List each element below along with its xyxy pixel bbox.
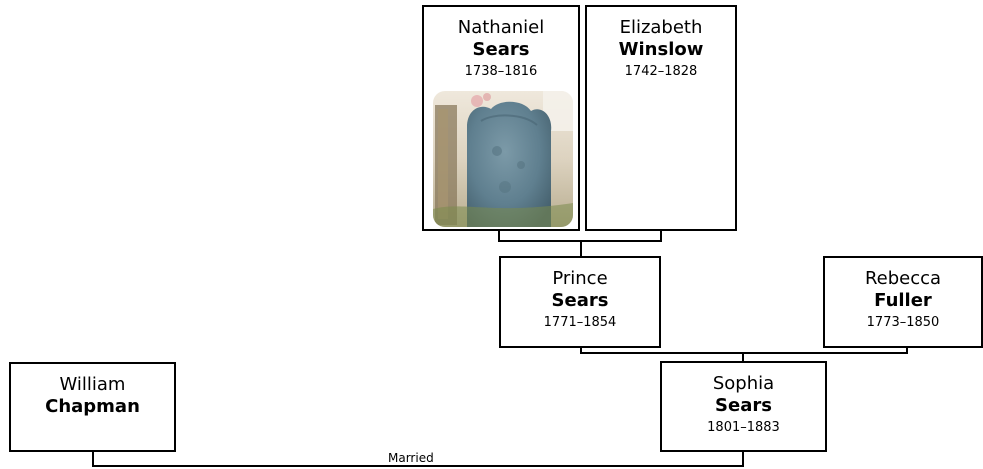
connector-rebecca-down	[906, 346, 908, 354]
connector-elizabeth-down	[660, 230, 662, 242]
surname: Winslow	[618, 39, 704, 60]
connector-couple2-bar	[580, 352, 908, 354]
connector-william-down	[92, 451, 94, 467]
given-name: Nathaniel	[457, 17, 545, 38]
surname: Fuller	[874, 290, 932, 311]
surname: Sears	[715, 395, 772, 416]
person-card-william-chapman[interactable]: William Chapman	[9, 362, 176, 452]
person-card-prince-sears[interactable]: Prince Sears 1771–1854	[499, 256, 661, 348]
life-dates: 1801–1883	[707, 420, 780, 435]
life-dates: 1742–1828	[624, 64, 698, 79]
connector-couple1-to-prince	[580, 240, 582, 257]
surname: Chapman	[45, 396, 140, 417]
person-card-elizabeth-winslow[interactable]: Elizabeth Winslow 1742–1828	[585, 5, 737, 231]
life-dates: 1773–1850	[866, 315, 940, 330]
given-name: Rebecca	[864, 268, 942, 289]
gravestone-image	[433, 91, 573, 227]
connector-nathaniel-down	[498, 230, 500, 242]
given-name: Elizabeth	[619, 17, 703, 38]
life-dates: 1738–1816	[464, 64, 538, 79]
person-card-sophia-sears[interactable]: Sophia Sears 1801–1883	[660, 361, 827, 452]
life-dates: 1771–1854	[543, 315, 617, 330]
person-card-nathaniel-sears[interactable]: Nathaniel Sears 1738–1816	[422, 5, 580, 231]
connector-marriage-bar	[92, 465, 744, 467]
surname: Sears	[551, 290, 609, 311]
surname: Sears	[472, 39, 530, 60]
person-card-rebecca-fuller[interactable]: Rebecca Fuller 1773–1850	[823, 256, 983, 348]
marriage-label: Married	[386, 451, 436, 465]
gravestone-photo	[433, 91, 573, 227]
connector-prince-down	[580, 346, 582, 354]
connector-couple2-to-sophia	[742, 352, 744, 362]
given-name: William	[59, 374, 126, 395]
given-name: Sophia	[712, 373, 775, 394]
connector-sophia-down	[742, 451, 744, 467]
given-name: Prince	[552, 268, 608, 289]
